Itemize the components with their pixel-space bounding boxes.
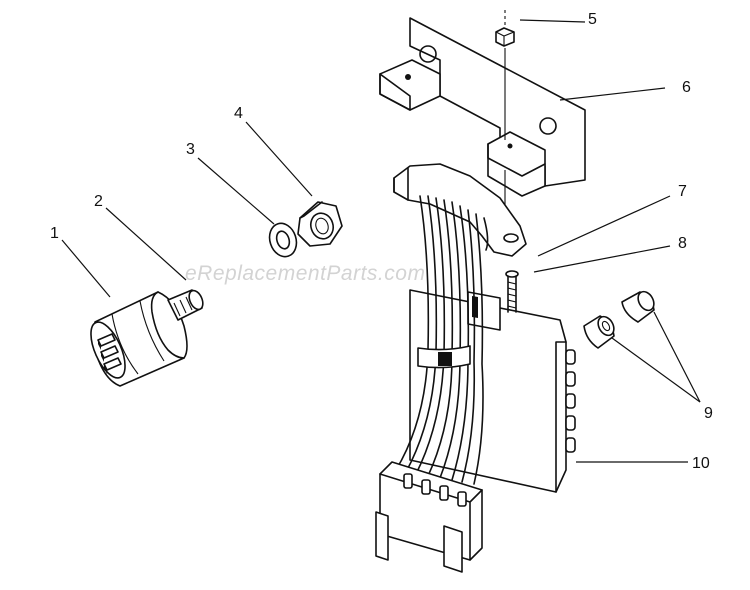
part-4-hex-nut <box>297 201 343 247</box>
wire-harness <box>395 195 489 485</box>
part-3-washer <box>268 222 298 258</box>
watermark: eReplacementParts.com <box>185 262 425 285</box>
callout-labels: 1 2 3 4 5 6 7 8 9 10 <box>50 11 713 472</box>
callout-7: 7 <box>678 183 687 200</box>
callout-4: 4 <box>234 105 243 122</box>
callout-10: 10 <box>692 455 710 472</box>
harness-plug <box>375 461 483 573</box>
part-5-nut <box>495 10 515 240</box>
part-8-screw <box>505 270 519 313</box>
leader-lines <box>61 19 701 463</box>
callout-1: 1 <box>50 225 59 242</box>
callout-9: 9 <box>704 405 713 422</box>
callout-2: 2 <box>94 193 103 210</box>
callout-6: 6 <box>682 79 691 96</box>
part-10-circuit-board <box>409 289 576 493</box>
part-9-lamp-caps <box>583 290 655 349</box>
callout-5: 5 <box>588 11 597 28</box>
callout-8: 8 <box>678 235 687 252</box>
part-1-switch-body <box>90 289 204 387</box>
part-6-bracket <box>379 17 586 197</box>
callout-3: 3 <box>186 141 195 158</box>
